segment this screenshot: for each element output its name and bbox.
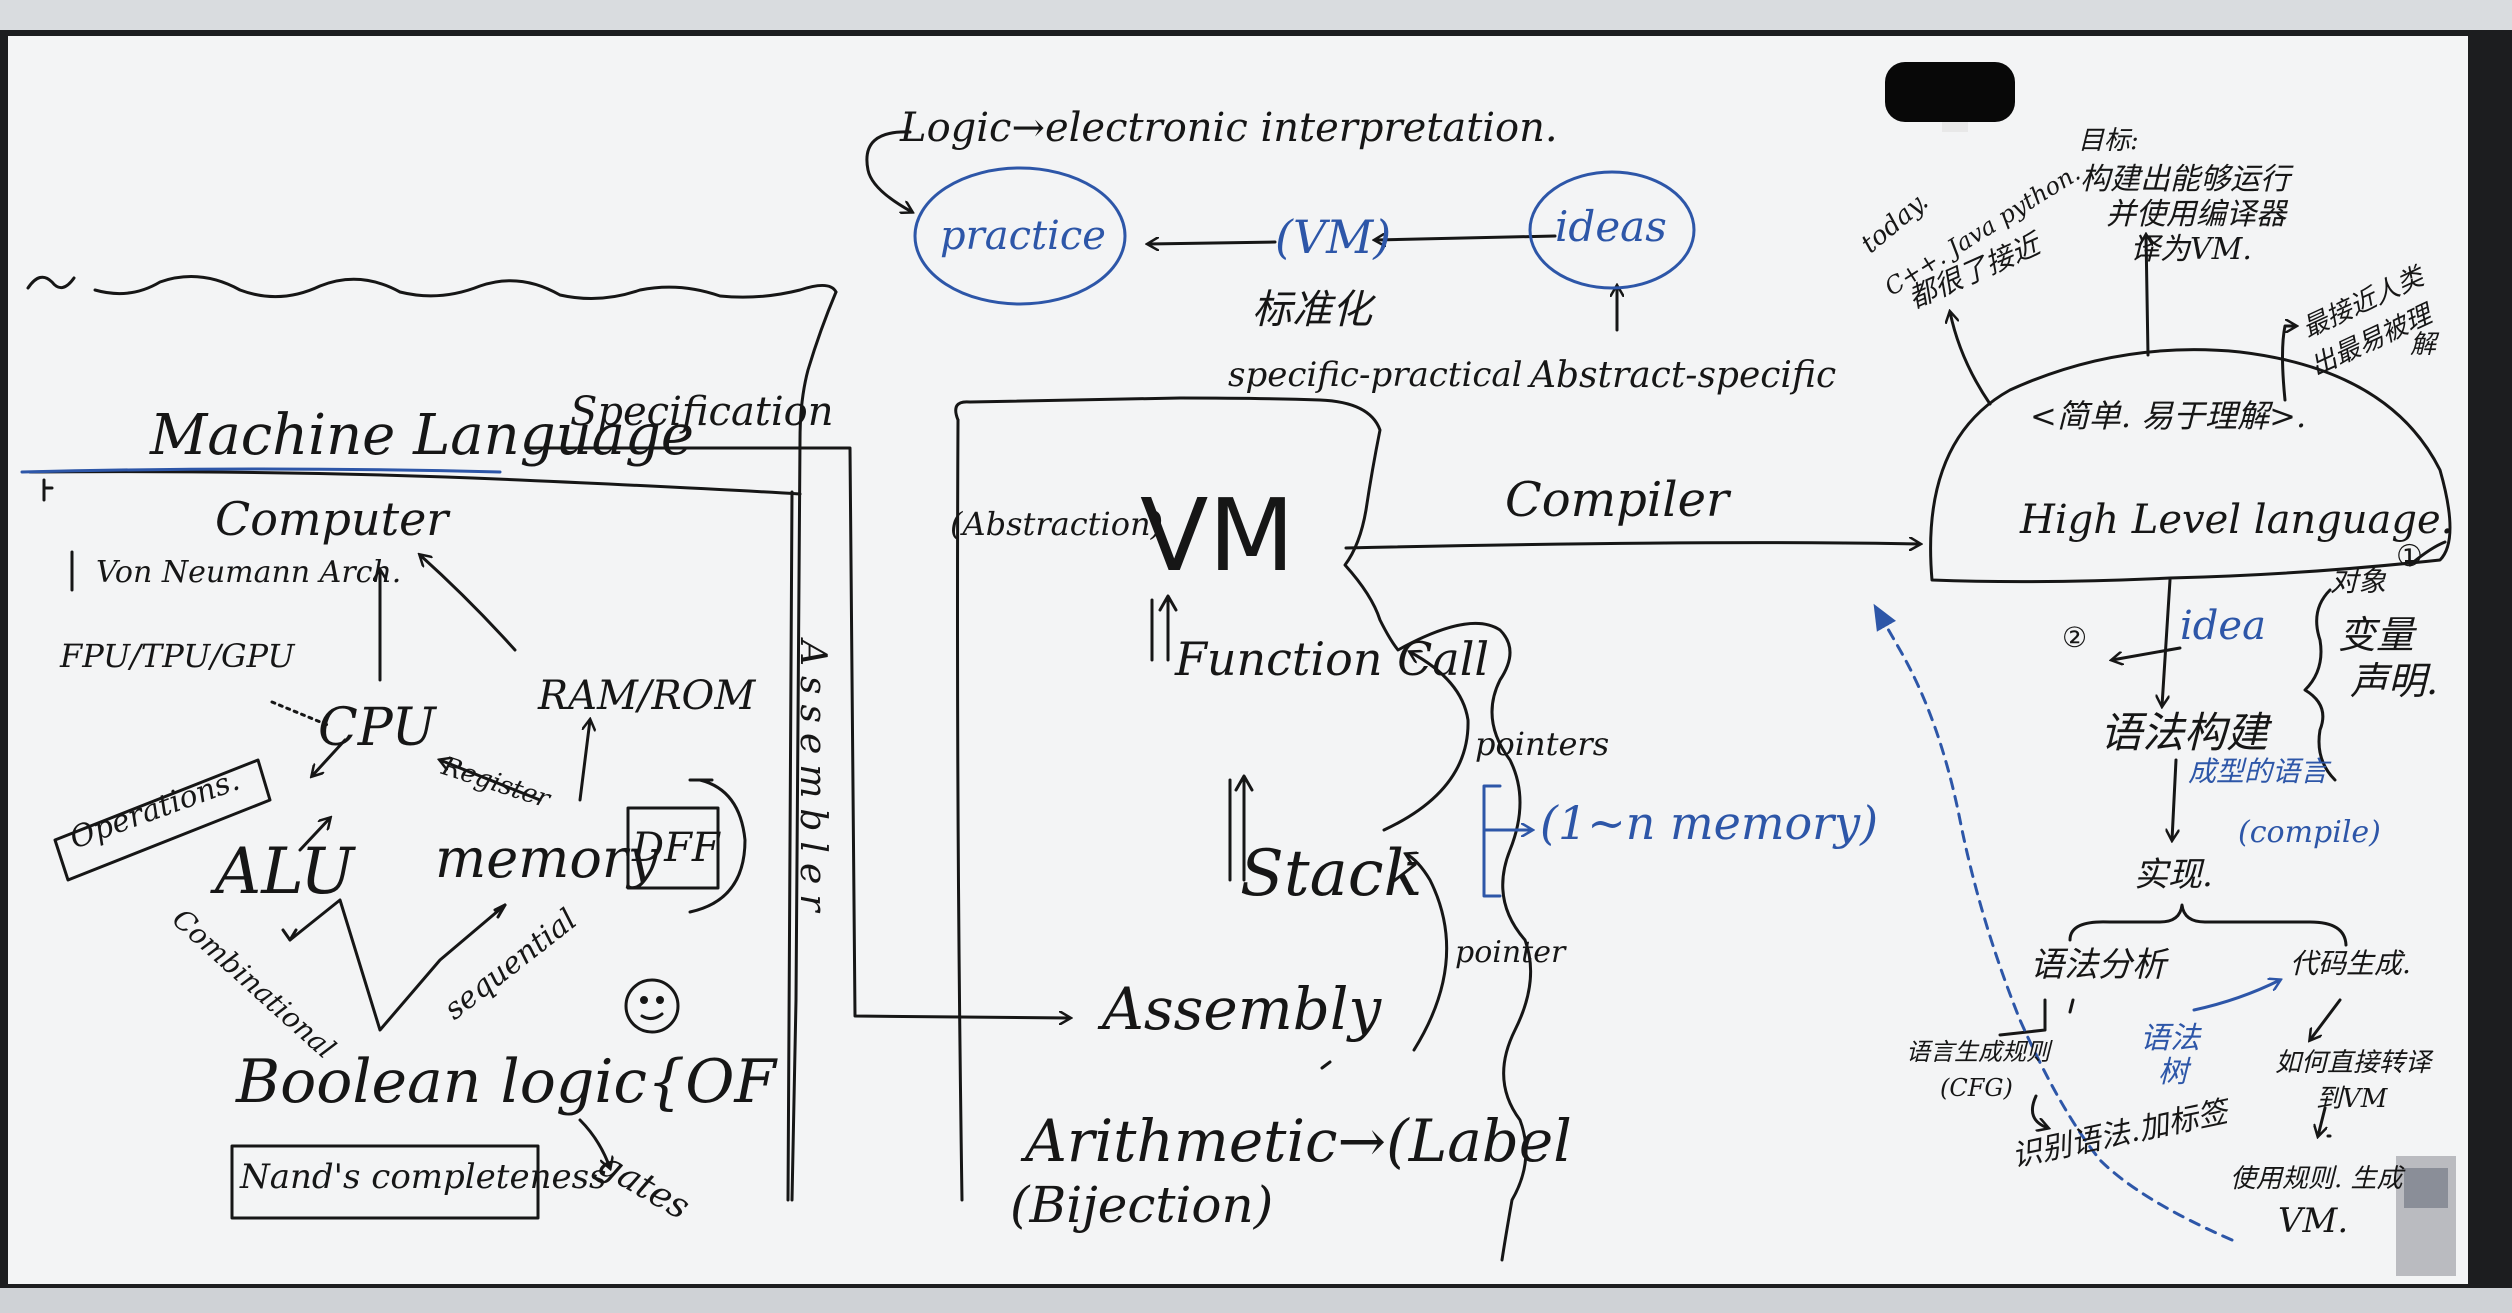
logic-line: Logic→electronic interpretation.	[900, 105, 1558, 151]
specification-label: Specification	[570, 389, 834, 435]
abstraction-label: (Abstraction)	[950, 505, 1164, 543]
practice-circle	[913, 166, 1127, 306]
pointers-label: pointers	[1475, 725, 1610, 763]
goal-line2: 并使用编译器	[2106, 197, 2286, 232]
circle2-label: ②	[2062, 621, 2088, 654]
ideas-circle	[1528, 170, 1696, 290]
new-language-label: 成型的语言	[2188, 755, 2329, 788]
fpu-label: FPU/TPU/GPU	[60, 637, 295, 675]
standardize-label: 标准化	[1252, 287, 1372, 333]
memory-label: memory	[435, 827, 659, 890]
assembler-label: Assembler	[792, 640, 833, 922]
boolean-logic-label: Boolean logic{OF	[236, 1047, 777, 1117]
grammar-label: 语言生成规则	[1906, 1038, 2050, 1066]
pointer-label: pointer	[1455, 935, 1566, 970]
goal-line3: 译为VM.	[2130, 232, 2252, 267]
nand-label: Nand's completeness	[240, 1157, 607, 1197]
assembly-label: Assembly	[1102, 975, 1382, 1043]
tree1-label: 语法	[2140, 1021, 2200, 1056]
vm-center-label: VM	[1140, 477, 1295, 594]
function-call-label: Function Call	[1175, 632, 1490, 686]
machine-language-label: Machine Language	[150, 403, 695, 468]
specific-practical-label: specific-practical	[1228, 355, 1523, 395]
vm-top-label: (VM)	[1275, 210, 1392, 264]
computer-label: Computer	[215, 492, 449, 546]
bijection-label: (Bijection)	[1010, 1176, 1274, 1234]
goal-line1: 构建出能够运行	[2080, 162, 2290, 197]
high-level-label: High Level language.	[2020, 497, 2454, 543]
goal-label: 目标:	[2078, 126, 2139, 156]
practice-label: practice	[940, 213, 1106, 259]
direct1-label: 如何直接转译	[2275, 1048, 2432, 1078]
memory-range-label: (1~n memory)	[1540, 796, 1879, 850]
arithmetic-label: Arithmetic→(Label	[1025, 1107, 1572, 1175]
alu-label: ALU	[215, 835, 355, 909]
simple-label: <简单. 易于理解>.	[2030, 397, 2307, 435]
ram-rom-label: RAM/ROM	[538, 673, 756, 719]
code-gen-label: 代码生成.	[2290, 947, 2411, 980]
tree2-label: 树	[2158, 1055, 2188, 1090]
object-label: 对象	[2330, 565, 2387, 598]
dff-label: DFF	[632, 825, 720, 871]
variable-label: 变量	[2338, 613, 2415, 657]
idea-label: idea	[2180, 603, 2266, 649]
ideas-label: ideas	[1555, 202, 1667, 251]
abstract-specific-label: Abstract-specific	[1530, 355, 1837, 396]
syntax-build-label: 语法构建	[2100, 708, 2269, 757]
von-neumann-label: Von Neumann Arch.	[96, 555, 402, 590]
syntax-analysis-label: 语法分析	[2030, 945, 2166, 985]
eraser	[1885, 62, 2015, 122]
stack-label: Stack	[1240, 837, 1423, 911]
circle1-label: ①	[2396, 539, 2423, 574]
cpu-label: CPU	[318, 698, 436, 758]
use-rules-label: 使用规则. 生成	[2230, 1164, 2403, 1194]
direct2-label: 到VM	[2316, 1084, 2388, 1114]
compile-label: (compile)	[2238, 815, 2381, 850]
compiler-label: Compiler	[1505, 472, 1729, 528]
vm-final-label: VM.	[2278, 1201, 2349, 1241]
close3-label: 解	[2410, 330, 2437, 360]
implement-label: 实现.	[2134, 855, 2213, 895]
declare-label: 声明.	[2350, 659, 2439, 703]
cfg-label: (CFG)	[1940, 1074, 2013, 1102]
